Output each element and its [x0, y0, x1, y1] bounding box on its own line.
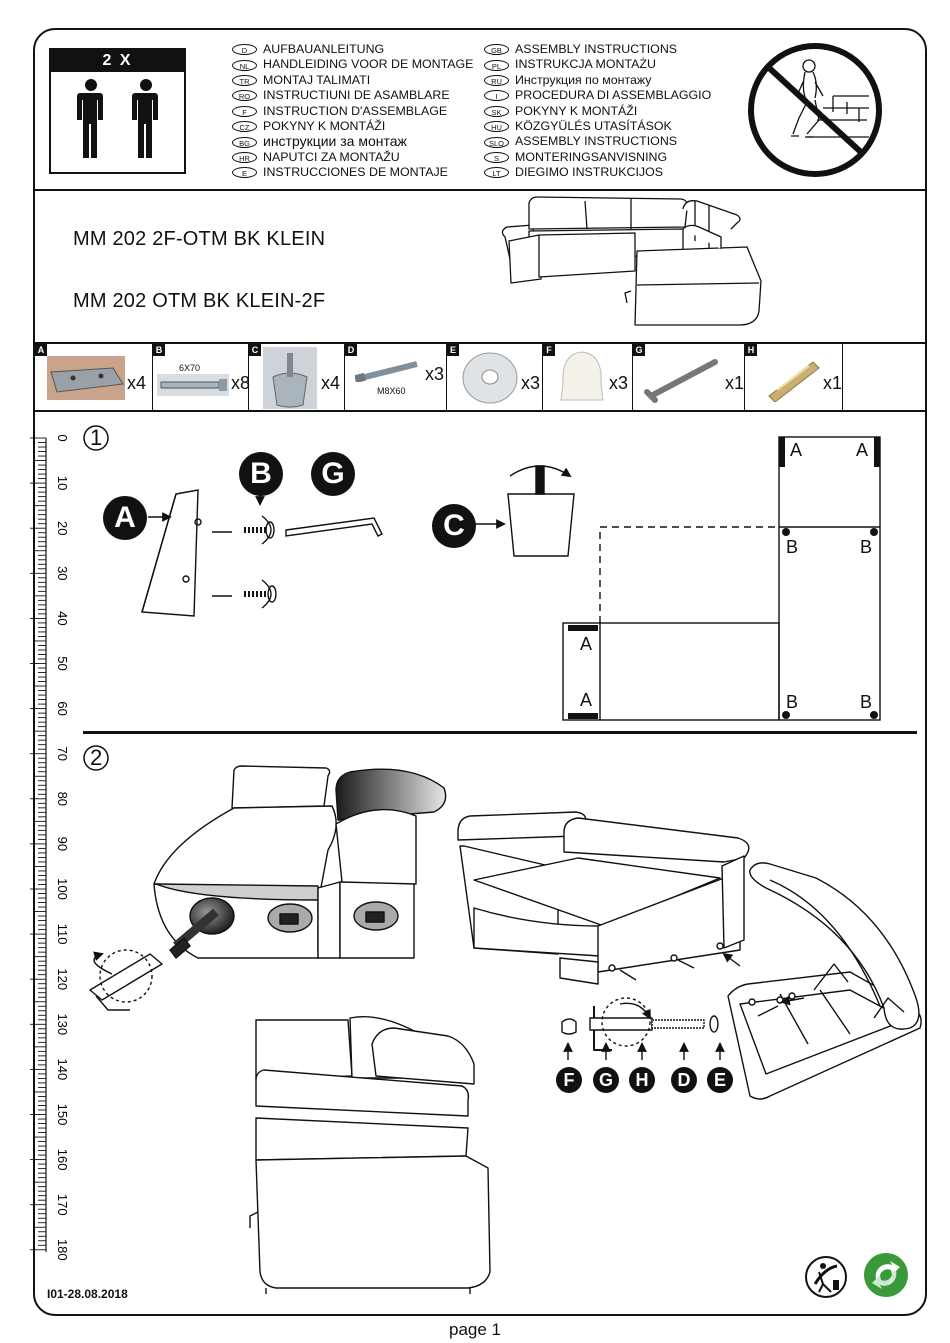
step-2-number: 2	[82, 744, 110, 778]
ruler-label: 180	[55, 1239, 70, 1261]
ruler-label: 150	[55, 1104, 70, 1126]
callout-c: C	[432, 504, 476, 548]
plan-label-b: B	[786, 692, 799, 712]
ruler-label: 110	[55, 924, 70, 945]
step-1-number: 1	[82, 424, 110, 458]
ruler-label: 100	[55, 878, 70, 900]
long-bolt-image	[355, 361, 418, 382]
hex-key-image	[644, 359, 718, 403]
ruler-label: 80	[55, 792, 70, 806]
ruler-label: 160	[55, 1149, 70, 1171]
part-h: H x1	[745, 344, 843, 410]
divider	[35, 410, 925, 412]
ruler-label: 10	[55, 476, 70, 490]
recycle-tidyman-icon	[805, 1256, 847, 1298]
document-code: I01-28.08.2018	[47, 1287, 128, 1301]
ruler-label: 170	[55, 1194, 70, 1216]
ruler-label: 40	[55, 611, 70, 625]
callout-g: G	[311, 452, 355, 496]
part-f: F x3	[543, 344, 633, 410]
plan-label-a: A	[580, 634, 593, 654]
plan-label-b: B	[860, 692, 873, 712]
callout-f: F	[556, 1067, 582, 1093]
green-dot-icon	[864, 1253, 908, 1297]
divider	[35, 189, 925, 191]
ruler-label: 130	[55, 1013, 70, 1035]
measuring-ruler: 0 10 20 30 40 50 60 70 80 90 100 110 120 130 140 150 160…	[30, 434, 70, 1261]
ruler-label: 30	[55, 566, 70, 580]
bolt-image	[157, 374, 229, 396]
ruler-label: 50	[55, 656, 70, 670]
two-people-icon	[77, 79, 158, 158]
foot-image	[263, 347, 317, 409]
model-name-1: MM 202 2F-OTM BK KLEIN	[73, 228, 326, 250]
part-d: D M8X60 x3	[345, 344, 447, 410]
model-name-2: MM 202 OTM BK KLEIN-2F	[73, 290, 326, 312]
part-g: G x1	[633, 344, 745, 410]
part-b: B 6X70 x8	[153, 344, 250, 410]
callout-g: G	[593, 1067, 619, 1093]
plan-label-a: A	[856, 440, 869, 460]
parts-list: A x4 B 6X70 x8 C x4	[35, 344, 925, 410]
step-divider	[83, 731, 917, 734]
callout-e: E	[707, 1067, 733, 1093]
cap-nut-image	[560, 351, 604, 401]
people-count: 2 X	[51, 50, 184, 72]
socket-nut-image	[768, 361, 820, 402]
plan-label-b: B	[860, 537, 873, 557]
divider	[35, 342, 925, 344]
ruler-label: 140	[55, 1059, 70, 1081]
callout-d: D	[671, 1067, 697, 1093]
no-sitting-on-armrest-icon	[748, 43, 882, 177]
plan-label-a: A	[790, 440, 803, 460]
part-e: E x3	[447, 344, 543, 410]
corner-sofa-illustration	[501, 196, 762, 326]
washer-image	[462, 352, 518, 404]
ruler-label: 120	[55, 968, 70, 990]
plan-label-a: A	[580, 690, 593, 710]
callout-a: A	[103, 496, 147, 540]
callout-h: H	[629, 1067, 655, 1093]
ruler-label: 70	[55, 746, 70, 760]
part-c: C x4	[249, 344, 345, 410]
callout-b: B	[239, 452, 283, 496]
plan-label-b: B	[786, 537, 799, 557]
bracket-image	[47, 356, 125, 400]
ruler-label: 20	[55, 521, 70, 535]
ruler-label: 0	[55, 434, 70, 441]
ruler-label: 90	[55, 837, 70, 851]
page-number: page 1	[449, 1320, 501, 1339]
people-required-box: 2 X	[49, 48, 186, 174]
part-a: A x4	[35, 344, 153, 410]
ruler-label: 60	[55, 701, 70, 715]
